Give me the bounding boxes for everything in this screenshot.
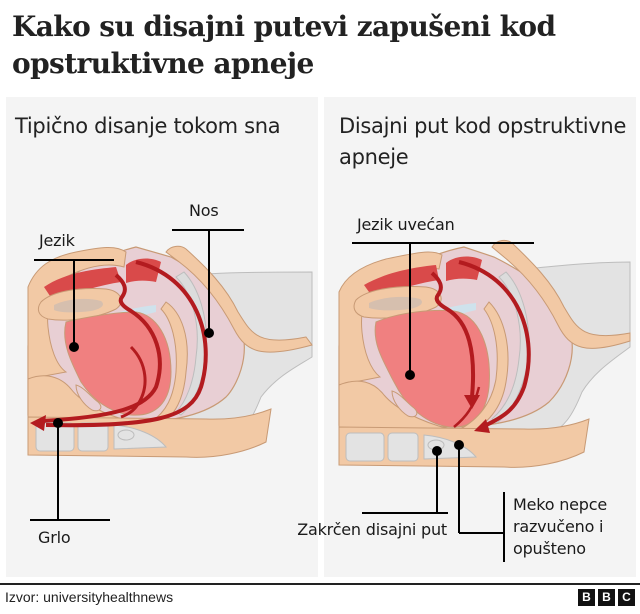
label-enlarged-tongue: Jezik uvećan <box>357 215 455 234</box>
bbc-logo-letter: B <box>598 589 615 606</box>
footer-divider <box>0 583 640 585</box>
label-throat: Grlo <box>38 528 71 547</box>
panel-heading: Disajni put kod opstruktivne apneje <box>339 114 627 169</box>
airway-obstructed-illustration <box>338 239 631 562</box>
panel-obstructive-apnea: Disajni put kod opstruktivne apneje <box>297 97 636 577</box>
label-tongue: Jezik <box>39 231 75 250</box>
label-narrowed-airway: Zakrčen disajni put <box>297 520 447 539</box>
bbc-logo: B B C <box>578 589 635 606</box>
bbc-logo-letter: B <box>578 589 595 606</box>
label-soft-palate: Meko nepce razvučeno i opušteno <box>513 495 608 558</box>
source-credit: Izvor: universityhealthnews <box>5 589 174 605</box>
bbc-logo-letter: C <box>618 589 635 606</box>
panel-typical-breathing: Tipično disanje tokom sna <box>6 97 318 577</box>
airway-normal-illustration <box>27 229 313 521</box>
label-nose: Nos <box>189 201 219 220</box>
infographic-title: Kako su disajni putevi zapušeni kod opst… <box>12 10 556 80</box>
panel-heading: Tipično disanje tokom sna <box>15 114 281 138</box>
